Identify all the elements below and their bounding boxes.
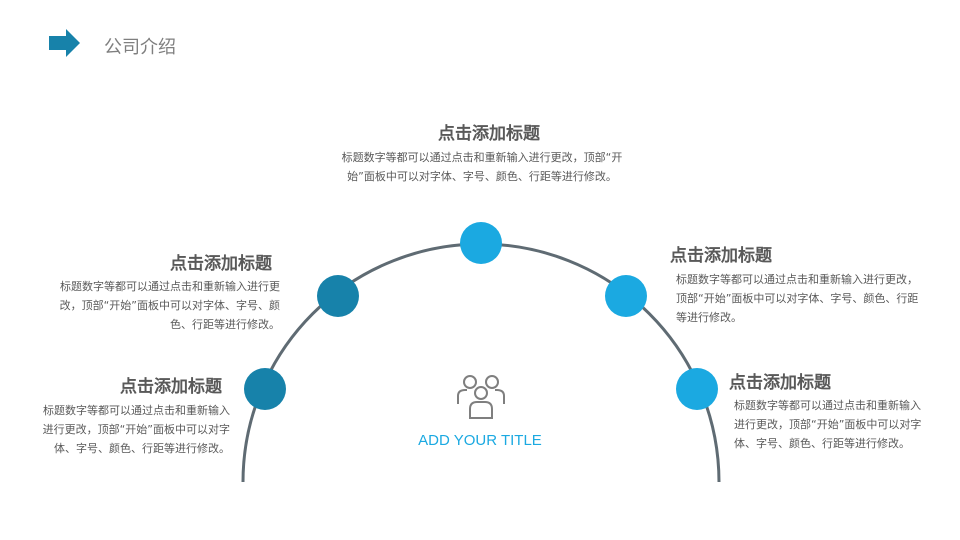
- item-desc-right-high: 标题数字等都可以通过点击和重新输入进行更改，顶部“开始”面板中可以对字体、字号、…: [676, 273, 919, 324]
- page-title: 公司介绍: [104, 37, 176, 58]
- people-group-icon: [457, 375, 505, 419]
- item-desc-top: 标题数字等都可以通过点击和重新输入进行更改，顶部“开始”面板中可以对字体、字号、…: [341, 151, 623, 183]
- center-title: ADD YOUR TITLE: [418, 432, 542, 449]
- arrow-right-icon: [49, 29, 80, 57]
- item-title-left-high: 点击添加标题: [170, 254, 272, 274]
- node-left-high[interactable]: [317, 275, 359, 317]
- item-desc-left-high: 标题数字等都可以通过点击和重新输入进行更改，顶部“开始”面板中可以对字体、字号、…: [59, 280, 280, 331]
- node-left-low[interactable]: [244, 368, 286, 410]
- item-title-right-low: 点击添加标题: [729, 373, 831, 393]
- item-title-right-high: 点击添加标题: [670, 246, 772, 266]
- node-top[interactable]: [460, 222, 502, 264]
- node-right-high[interactable]: [605, 275, 647, 317]
- item-desc-right-low: 标题数字等都可以通过点击和重新输入进行更改，顶部“开始”面板中可以对字体、字号、…: [734, 399, 922, 450]
- item-desc-left-low: 标题数字等都可以通过点击和重新输入进行更改，顶部“开始”面板中可以对字体、字号、…: [42, 404, 230, 455]
- node-right-low[interactable]: [676, 368, 718, 410]
- item-title-top: 点击添加标题: [438, 124, 540, 144]
- item-title-left-low: 点击添加标题: [120, 377, 222, 397]
